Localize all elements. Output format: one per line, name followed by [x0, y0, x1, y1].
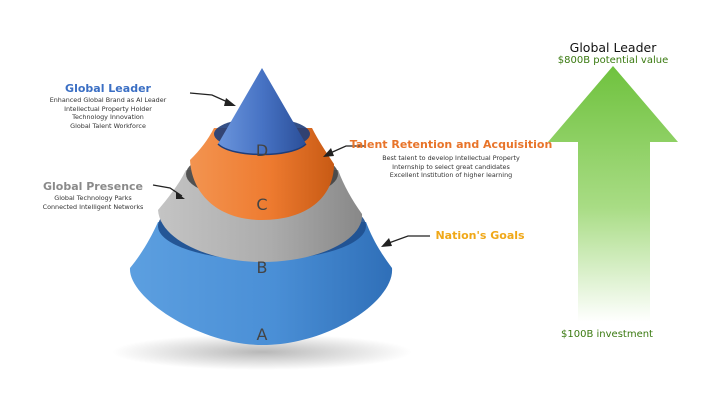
tier-letter-a: A — [257, 325, 268, 344]
list-item: Global Talent Workforce — [70, 121, 146, 130]
tier-letter-c: C — [256, 195, 267, 214]
tier-letter-b: B — [257, 258, 268, 277]
global-leader-list: Enhanced Global Brand as AI Leader Intel… — [40, 96, 176, 130]
callout-arrowheads — [176, 98, 392, 247]
arrow-nation — [385, 235, 430, 245]
list-item: Connected Intelligent Networks — [42, 202, 144, 211]
tier-letter-d: D — [256, 141, 268, 160]
talent-title: Talent Retention and Acquisition — [349, 138, 553, 151]
growth-arrow — [548, 66, 678, 322]
arrow-title: Global Leader — [569, 40, 657, 55]
arrow-bottom-label: $100B investment — [561, 329, 653, 340]
arrow-talent — [327, 145, 366, 155]
arrow-top-label: $800B potential value — [557, 55, 669, 66]
list-item: Best talent to develop Intellectual Prop… — [382, 154, 520, 162]
callout-arrows — [152, 92, 430, 245]
nation-goals-title: Nation's Goals — [435, 229, 525, 242]
list-item: Intellectual Property Holder — [64, 104, 152, 113]
list-item: Global Technology Parks — [54, 194, 132, 202]
global-leader-title: Global Leader — [65, 82, 151, 95]
list-item: Enhanced Global Brand as AI Leader — [49, 96, 167, 104]
pyramid-tier-d — [217, 68, 307, 156]
list-item: Internship to select great candidates — [392, 162, 510, 171]
global-presence-title: Global Presence — [42, 180, 144, 193]
list-item: Technology Innovation — [72, 113, 144, 122]
list-item: Excellent Institution of higher learning — [389, 171, 513, 180]
pyramid-shadow — [112, 334, 412, 370]
talent-list: Best talent to develop Intellectual Prop… — [346, 154, 556, 180]
global-presence-list: Global Technology Parks Connected Intell… — [20, 194, 166, 211]
arrow-global-presence — [152, 184, 183, 197]
